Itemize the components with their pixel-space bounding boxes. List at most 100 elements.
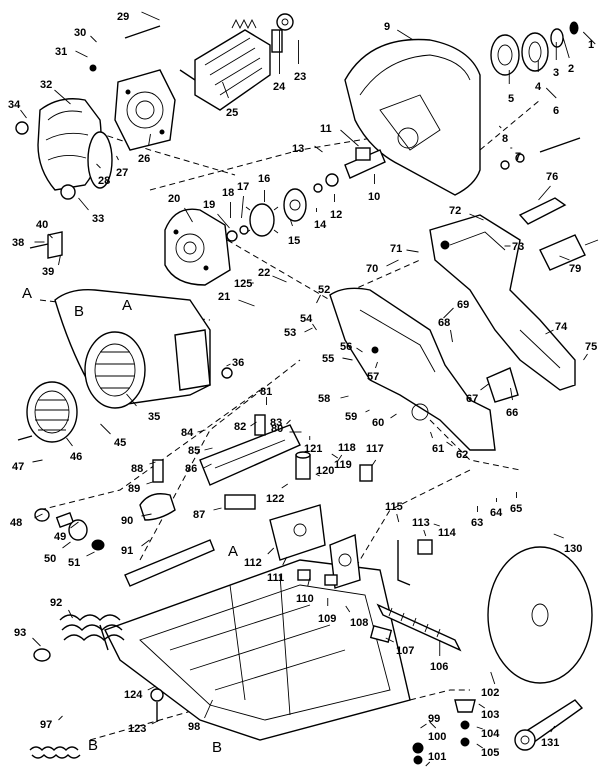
leader-line-75: [583, 353, 588, 361]
part-label-114: 114: [438, 527, 457, 539]
part-label-88: 88: [131, 463, 143, 475]
part-label-93: 93: [14, 627, 26, 639]
leader-line-59: [365, 409, 370, 413]
part-label-27: 27: [116, 167, 128, 179]
part-label-83: 83: [270, 417, 282, 429]
leader-line-39: [58, 254, 61, 266]
end-bell-part-26: [114, 69, 176, 151]
leader-line-34: [20, 109, 27, 119]
switch-cord-part-76-79: [518, 197, 599, 271]
part-label-11: 11: [320, 123, 332, 135]
part-label-70: 70: [366, 263, 378, 275]
reference-label-a-2: A: [228, 543, 238, 560]
part-label-60: 60: [372, 417, 384, 429]
leader-line-124: [147, 685, 156, 691]
leader-line-21: [238, 299, 255, 307]
part-label-99: 99: [428, 713, 440, 725]
leader-line-117: [371, 459, 377, 467]
leader-line-62: [446, 441, 453, 447]
leader-line-11: [340, 129, 359, 147]
leader-line-36: [226, 363, 231, 367]
part-label-75: 75: [585, 341, 597, 353]
leader-line-15: [290, 219, 293, 227]
part-label-5: 5: [508, 93, 514, 105]
part-label-57: 57: [367, 371, 379, 383]
part-label-109: 109: [318, 613, 336, 625]
part-label-72: 72: [449, 205, 461, 217]
part-label-26: 26: [138, 153, 150, 165]
part-label-46: 46: [70, 451, 82, 463]
part-label-4: 4: [535, 81, 542, 93]
part-label-130: 130: [564, 543, 582, 555]
leader-line-58: [340, 395, 349, 399]
part-label-106: 106: [430, 661, 448, 673]
part-label-108: 108: [350, 617, 368, 629]
leader-line-86: [203, 463, 212, 469]
part-label-34: 34: [8, 99, 21, 111]
leader-line-131: [550, 725, 556, 733]
leader-line-85: [204, 447, 213, 451]
part-label-7: 7: [515, 151, 521, 163]
part-label-119: 119: [334, 459, 352, 471]
leader-line-52: [316, 294, 321, 304]
leader-line-98: [204, 699, 213, 719]
base-part-98: [104, 559, 411, 741]
part-label-48: 48: [10, 517, 22, 529]
rod-part-91: [124, 539, 215, 587]
part-label-105: 105: [481, 747, 499, 759]
part-label-102: 102: [481, 687, 499, 699]
leader-line-8: [498, 125, 502, 129]
part-label-112: 112: [244, 557, 262, 569]
leader-line-99: [420, 723, 427, 729]
part-label-10: 10: [368, 191, 380, 203]
part-label-66: 66: [506, 407, 518, 419]
leader-line-35: [126, 393, 137, 407]
handle-arm-part-74: [429, 214, 576, 391]
part-label-28: 28: [98, 175, 110, 187]
part-label-18: 18: [222, 187, 234, 199]
part-label-35: 35: [148, 411, 160, 423]
leader-line-89: [146, 481, 153, 485]
part-label-64: 64: [490, 507, 503, 519]
part-label-2: 2: [568, 63, 574, 75]
leader-line-92: [68, 609, 73, 619]
reference-label-a-3: A: [122, 297, 132, 314]
part-label-23: 23: [294, 71, 306, 83]
part-label-1: 1: [588, 39, 594, 51]
part-label-24: 24: [273, 81, 286, 93]
part-label-117: 117: [366, 443, 384, 455]
leader-line-72: [469, 213, 484, 221]
leader-line-84: [197, 429, 206, 433]
wrench-part-131: [514, 699, 584, 751]
spring-part-92-93: [33, 614, 125, 662]
part-label-85: 85: [188, 445, 200, 457]
part-label-16: 16: [258, 173, 270, 185]
misc-fasteners: [17, 367, 233, 551]
part-label-49: 49: [54, 531, 66, 543]
vise-clamp-part-88-90: [139, 459, 176, 521]
part-label-86: 86: [185, 463, 197, 475]
spindle-bolt-part-6-8: [500, 137, 581, 170]
part-label-13: 13: [292, 143, 304, 155]
part-label-32: 32: [40, 79, 52, 91]
part-number-labels: 1234567891011121314151617181920212223242…: [8, 11, 597, 763]
gear-case-part-20: [164, 208, 231, 286]
leader-line-74: [545, 329, 554, 335]
reference-label-a-1: A: [22, 285, 32, 302]
leader-line-130: [553, 533, 564, 539]
leader-line-33: [78, 197, 89, 211]
leader-line-26: [148, 133, 151, 147]
part-label-62: 62: [456, 449, 468, 461]
part-label-118: 118: [338, 442, 356, 454]
part-label-71: 71: [390, 243, 402, 255]
leader-line-120: [315, 473, 320, 477]
part-label-100: 100: [428, 731, 446, 743]
part-label-9: 9: [384, 21, 390, 33]
leader-line-6: [545, 87, 557, 99]
part-label-54: 54: [300, 313, 313, 325]
leader-line-82: [250, 421, 257, 427]
part-label-80: 80: [271, 423, 283, 435]
leader-line-2: [562, 37, 570, 59]
part-label-74: 74: [555, 321, 568, 333]
part-label-68: 68: [438, 317, 450, 329]
